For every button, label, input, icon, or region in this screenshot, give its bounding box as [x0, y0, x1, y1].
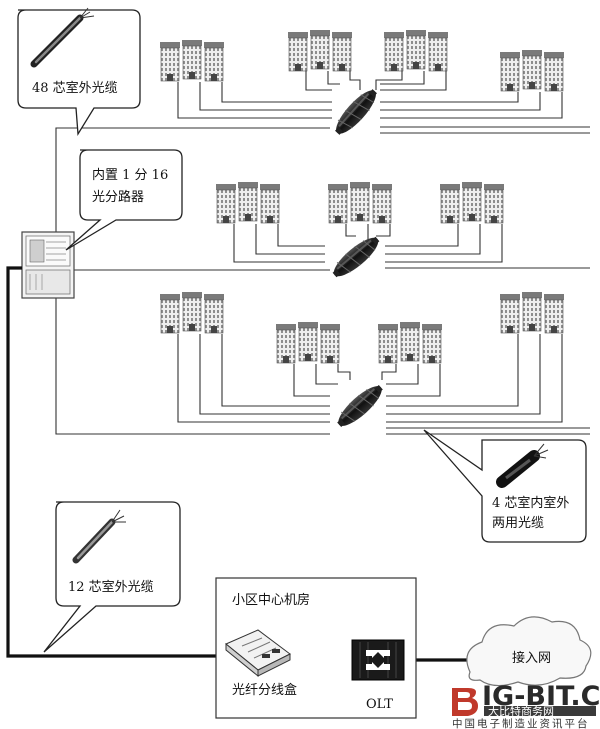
callout-4-core-line2: 两用光缆	[492, 515, 544, 531]
room-title: 小区中心机房	[232, 592, 310, 608]
odf-box-label: 光纤分线盒	[232, 682, 297, 698]
watermark: IG-BIT.COM 大比特商务网 中国电子制造业资讯平台	[452, 681, 600, 729]
callout-splitter-line2: 光分路器	[92, 189, 144, 205]
watermark-logo-icon	[452, 688, 478, 716]
callout-48-core-label: 48 芯室外光缆	[32, 80, 118, 96]
olt-device-icon	[351, 639, 405, 681]
cloud-label: 接入网	[512, 650, 551, 666]
access-network-cloud: 接入网	[466, 616, 592, 687]
drop-cables-2	[233, 224, 590, 269]
watermark-subtitle: 中国电子制造业资讯平台	[452, 717, 590, 729]
watermark-slogan: 大比特商务网	[488, 704, 554, 718]
callout-4-core-line1: 4 芯室内室外	[492, 495, 569, 511]
splice-closure-1	[330, 84, 382, 140]
callout-12-core-cable: 12 芯室外光缆	[43, 501, 181, 653]
callout-4-core-cable: 4 芯室内室外 两用光缆	[423, 429, 587, 543]
central-office-room: 小区中心机房 光纤分线盒 OLT	[215, 577, 417, 719]
callout-12-core-label: 12 芯室外光缆	[68, 579, 154, 595]
building-cluster-1	[160, 30, 564, 91]
odf-box-icon	[225, 629, 291, 678]
callout-48-core-cable: 48 芯室外光缆	[17, 7, 141, 137]
12-core-cable-icon	[72, 509, 126, 564]
splitter-cabinet	[21, 231, 75, 299]
callout-splitter: 内置 1 分 16 光分路器	[65, 149, 183, 251]
splice-closure-3	[332, 380, 388, 432]
4-core-cable-icon	[496, 443, 549, 488]
callout-splitter-line1: 内置 1 分 16	[92, 167, 168, 183]
drop-cables-1	[177, 71, 590, 134]
drop-cables-3	[177, 334, 590, 435]
building-cluster-3	[160, 292, 564, 363]
feeder-cables	[55, 127, 330, 435]
olt-label: OLT	[366, 697, 393, 712]
building-cluster-2	[216, 182, 504, 223]
splice-closure-2	[328, 231, 384, 283]
